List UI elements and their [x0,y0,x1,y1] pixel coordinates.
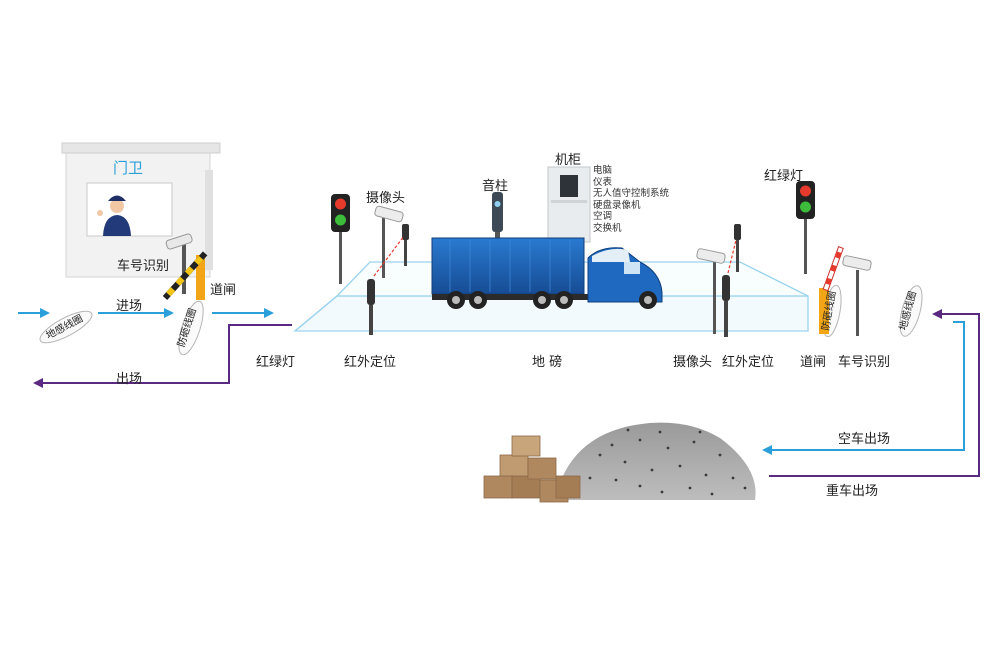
cabinet-item: 电脑 [593,165,613,176]
cabinet-label: 机柜 [555,153,582,168]
entry-label: 进场 [116,299,143,314]
right-camera-weighbridge [696,248,726,334]
empty-exit-label: 空车出场 [838,432,891,447]
left-plate-camera [165,233,193,294]
traffic-light-left [331,194,350,284]
left-barrier-gate [162,251,208,301]
cabinet-item: 硬盘录像机 [593,199,641,211]
top-camera [374,205,404,278]
loaded-exit-label: 重车出场 [826,484,879,499]
infrared-left-label: 红外定位 [344,355,397,370]
exit-arrow [33,324,292,388]
coil-ground-left [39,310,93,344]
empty-exit-arrow [762,321,965,455]
scale-label: 地 磅 [532,355,563,370]
exit-label: 出场 [116,372,143,387]
guard-person-icon [97,195,131,236]
speaker-pole-label: 音柱 [482,179,509,194]
camera-bottom-right-label: 摄像头 [673,355,713,370]
plate-recognition-left-label: 车号识别 [117,259,170,274]
coil-anti-smash-left [178,300,204,356]
cargo-boxes [483,435,581,503]
material-mound [555,422,756,500]
cabinet-item: 交换机 [593,222,622,234]
truck [431,237,663,309]
infrared-right [722,224,741,337]
plate-recognition-right-label: 车号识别 [838,355,891,370]
camera-top-left-label: 摄像头 [366,191,406,206]
right-plate-camera [842,255,872,336]
infrared-left [367,224,409,335]
cabinet-items-list: 电脑 仪表 无人值守控制系统 硬盘录像机 空调 交换机 [593,165,669,234]
loaded-exit-arrow [769,309,980,477]
cabinet-item: 仪表 [593,176,613,188]
traffic-light-left-label: 红绿灯 [256,355,296,370]
server-cabinet [547,166,591,243]
barrier-left-label: 道闸 [210,283,237,298]
cabinet-item: 无人值守控制系统 [593,188,670,199]
cabinet-item: 空调 [593,211,613,222]
speaker-pole [492,192,503,244]
barrier-right-label: 道闸 [800,355,827,370]
guard-house [61,142,221,278]
coil-ground-right [899,285,923,337]
guard-house-label: 门卫 [113,159,144,177]
traffic-light-right-label: 红绿灯 [764,169,804,184]
infrared-right-label: 红外定位 [722,355,775,370]
right-barrier-gate [819,246,844,334]
traffic-light-right [796,181,815,274]
